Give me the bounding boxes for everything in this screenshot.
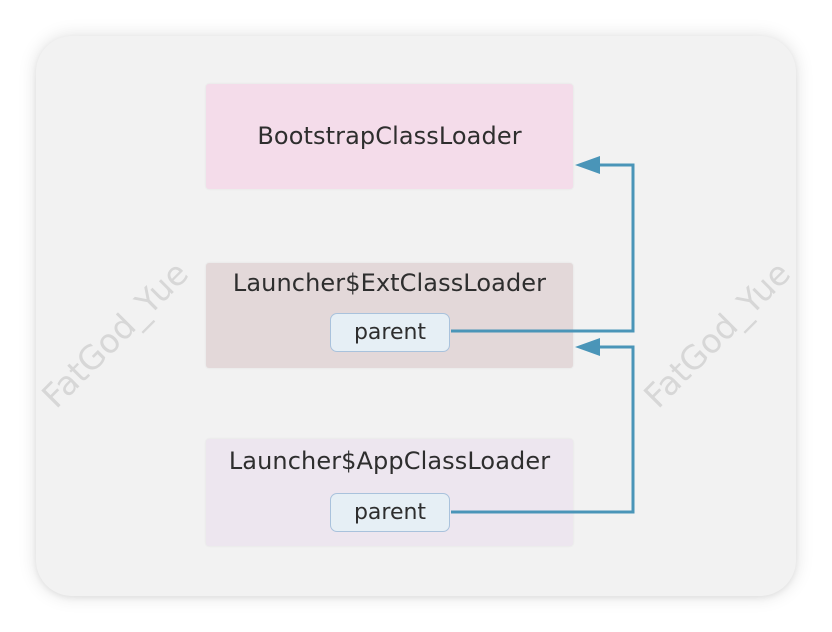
ext-parent-field: parent — [330, 313, 450, 352]
node-app-label: Launcher$AppClassLoader — [228, 447, 551, 475]
node-bootstrap-classloader: BootstrapClassLoader — [206, 84, 573, 189]
node-ext-label: Launcher$ExtClassLoader — [232, 269, 547, 297]
app-parent-field: parent — [330, 493, 450, 532]
node-bootstrap-label: BootstrapClassLoader — [257, 122, 522, 150]
